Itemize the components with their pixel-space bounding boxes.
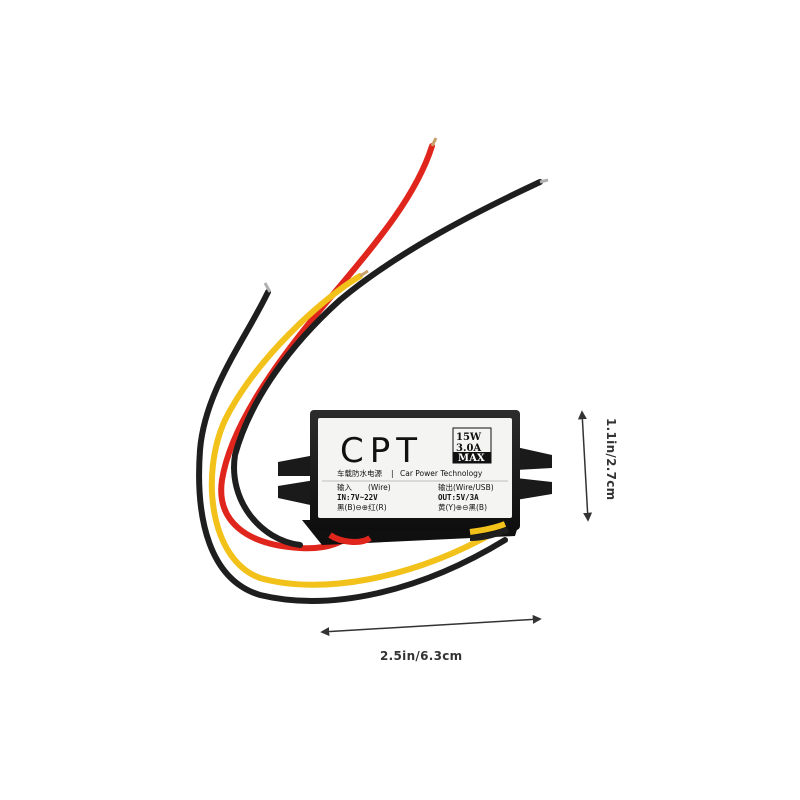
output-spec: OUT:5V/3A xyxy=(438,493,479,502)
mounting-ear-left xyxy=(278,455,315,506)
input-wires: 黑(B)⊖⊕红(R) xyxy=(337,502,387,512)
rating-badge: 15W 3.0A MAX xyxy=(452,427,492,464)
height-arrow xyxy=(577,410,593,522)
output-wires: 黄(Y)⊕⊖黑(B) xyxy=(438,502,487,512)
width-dimension: 2.5in/6.3cm xyxy=(320,614,542,663)
height-label: 1.1in/2.7cm xyxy=(604,418,618,500)
output-black-wire xyxy=(231,178,549,548)
input-black-wire xyxy=(196,282,508,604)
output-yellow-wire xyxy=(208,269,498,588)
height-dimension: 1.1in/2.7cm xyxy=(577,410,618,522)
product-label xyxy=(318,418,512,518)
subtitle-en: Car Power Technology xyxy=(400,469,483,478)
width-arrow xyxy=(320,614,542,637)
output-label: 输出(Wire/USB) xyxy=(438,482,494,492)
subtitle-cn: 车载防水电源 xyxy=(337,468,382,478)
svg-text:MAX: MAX xyxy=(458,453,485,464)
input-label: 输入 xyxy=(337,482,352,492)
converter-module: CPT 15W 3.0A MAX 车载防水电源 | Car Power Tech… xyxy=(278,410,552,545)
brand-logo: CPT xyxy=(340,431,423,471)
subtitle-sep: | xyxy=(391,469,394,478)
mounting-ear-right xyxy=(516,447,552,500)
svg-text:3.0A: 3.0A xyxy=(456,443,481,454)
input-red-wire xyxy=(218,137,438,552)
width-label: 2.5in/6.3cm xyxy=(380,649,462,663)
svg-text:15W: 15W xyxy=(456,432,482,443)
input-spec: IN:7V~22V xyxy=(337,493,378,502)
input-type: (Wire) xyxy=(368,483,391,492)
wire-exit xyxy=(328,521,509,545)
